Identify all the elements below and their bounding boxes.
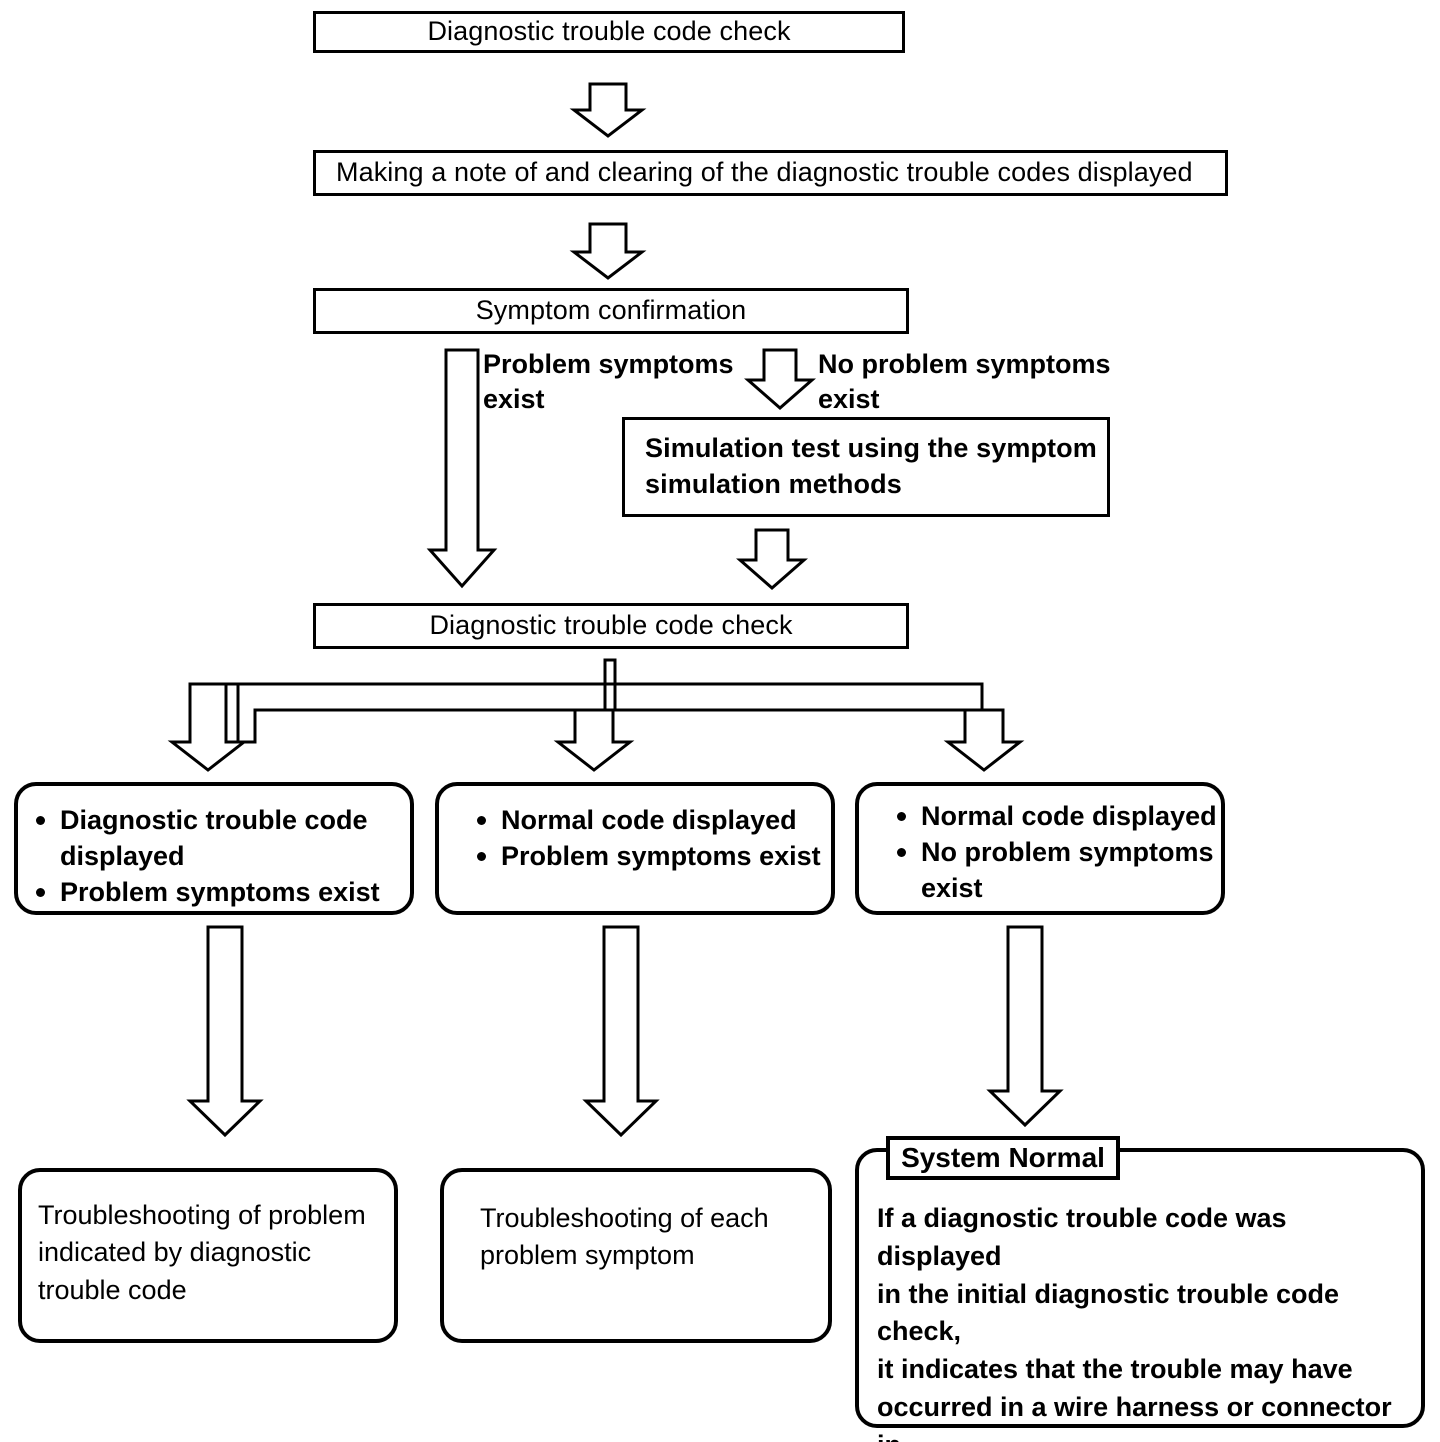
node-label: Diagnostic trouble code check: [427, 16, 791, 47]
list-item: Problem symptoms exist: [459, 839, 823, 875]
list-item: Normal code displayed: [879, 799, 1217, 835]
arrow-problem-symptoms-exist-long: [426, 348, 498, 589]
system-normal-tab-label: System Normal: [901, 1142, 1105, 1173]
result-label: Troubleshooting of problem indicated by …: [38, 1200, 366, 1305]
node-simulation-test: Simulation test using the symptom simula…: [622, 417, 1110, 517]
list-item: Problem symptoms exist: [18, 875, 402, 911]
outcome-bullet-list: Normal code displayed Problem symptoms e…: [459, 803, 823, 875]
edge-label-problem-symptoms-exist: Problem symptoms exist: [483, 349, 734, 414]
node-diagnostic-trouble-code-check-2: Diagnostic trouble code check: [313, 603, 909, 649]
node-label: Diagnostic trouble code check: [429, 610, 793, 641]
node-label: Making a note of and clearing of the dia…: [336, 157, 1193, 188]
outcome-bullet-list: Normal code displayed No problem symptom…: [879, 799, 1217, 907]
list-item: Normal code displayed: [459, 803, 823, 839]
node-label: Symptom confirmation: [475, 295, 747, 326]
result-box-troubleshooting-by-code: Troubleshooting of problem indicated by …: [18, 1168, 398, 1343]
arrow-no-problem-symptoms-exist: [744, 348, 816, 410]
arrow-step1-to-step2: [569, 82, 647, 138]
arrow-outcome2-to-result2: [582, 925, 660, 1138]
arrow-outcome3-to-result3: [986, 925, 1064, 1128]
list-item: No problem symptoms exist: [879, 835, 1217, 907]
outcome-bullet-list: Diagnostic trouble code displayed Proble…: [18, 803, 402, 911]
branch-connector-inner: [236, 682, 1025, 772]
arrow-simulation-to-code-check: [736, 528, 808, 590]
result-box-troubleshooting-each-symptom: Troubleshooting of each problem symptom: [440, 1168, 832, 1343]
node-label: Simulation test using the symptom simula…: [645, 433, 1097, 499]
edge-label-no-problem-symptoms-exist: No problem symptoms exist: [818, 349, 1111, 414]
system-normal-tab: System Normal: [886, 1136, 1120, 1180]
outcome-box-normal-code-no-problem: Normal code displayed No problem symptom…: [855, 782, 1225, 915]
arrow-step2-to-step3: [569, 222, 647, 280]
result-label: Troubleshooting of each problem symptom: [480, 1203, 769, 1271]
outcome-box-diagnostic-code-displayed: Diagnostic trouble code displayed Proble…: [14, 782, 414, 915]
list-item: Diagnostic trouble code displayed: [18, 803, 402, 875]
arrow-outcome1-to-result1: [186, 925, 264, 1138]
node-making-note-clearing-codes: Making a note of and clearing of the dia…: [313, 150, 1228, 196]
node-symptom-confirmation: Symptom confirmation: [313, 288, 909, 334]
outcome-box-normal-code-problem-exists: Normal code displayed Problem symptoms e…: [435, 782, 835, 915]
node-diagnostic-trouble-code-check-1: Diagnostic trouble code check: [313, 11, 905, 53]
result-box-system-normal: If a diagnostic trouble code was display…: [855, 1148, 1425, 1442]
system-normal-body: If a diagnostic trouble code was display…: [877, 1203, 1392, 1442]
